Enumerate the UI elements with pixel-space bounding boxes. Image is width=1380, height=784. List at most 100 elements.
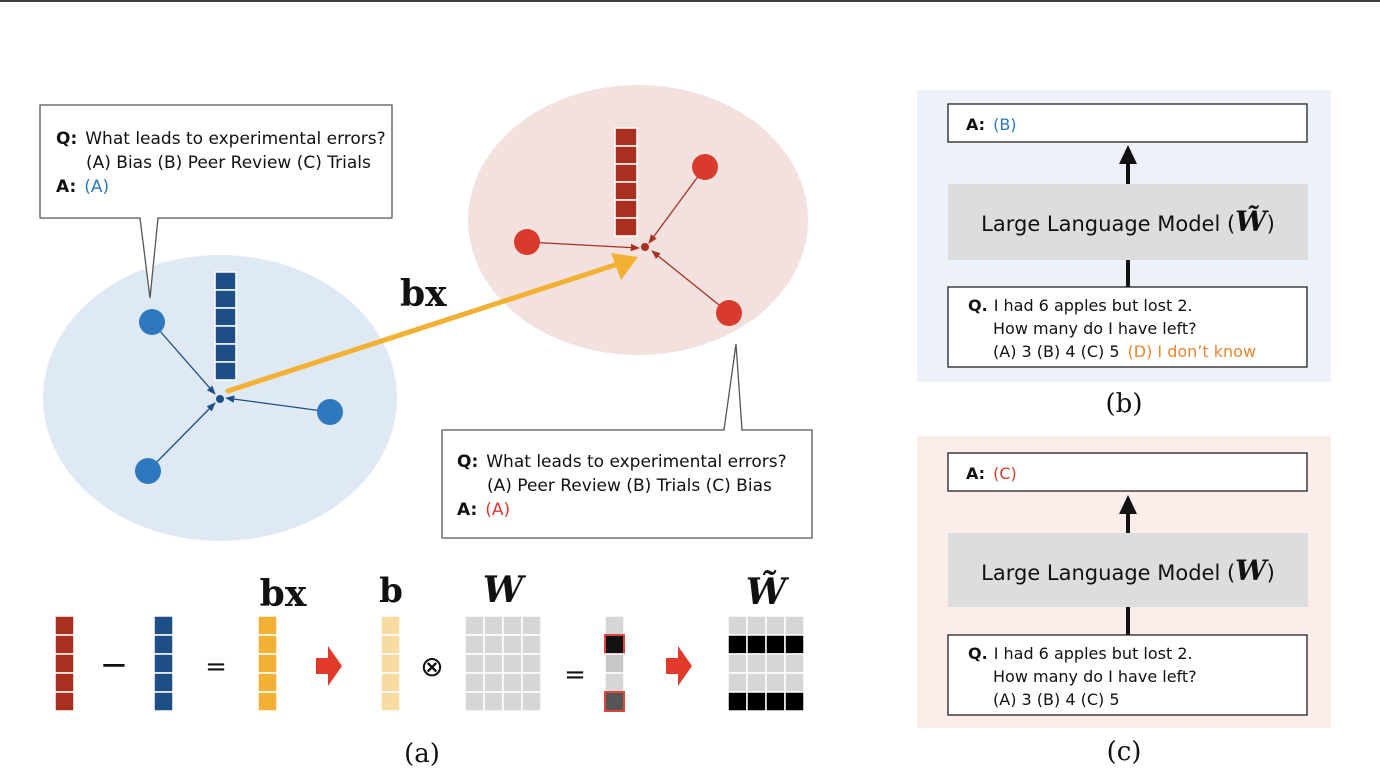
w-tilde-label: W̃ [746,571,790,613]
panel-c-llm-box [948,533,1308,607]
panel-c-question-box [947,634,1308,716]
red-block-arrow-2 [666,646,692,686]
matrix-cell [727,653,748,674]
caption-c: (c) [1107,737,1142,767]
panel-c-question-options: (A) 3 (B) 4 (C) 5 [993,690,1120,709]
w-tilde-matrix [727,615,805,712]
matrix-cell [483,691,504,712]
red-block-arrow-1 [316,646,342,686]
matrix-cell [464,653,485,674]
matrix-cell [483,634,504,655]
caption-b: (b) [1106,389,1143,419]
red-cluster [468,85,808,355]
panel-c-up-arrow [1119,495,1137,514]
blue-vector [214,271,237,381]
matrix-cell [521,672,542,693]
matrix-cell [765,615,786,636]
bubble-red-question: Q:What leads to experimental errors? [457,452,787,472]
matrix-cell [784,653,805,674]
panel-b-answer-box [947,103,1308,143]
panel-b-answer: A:(B) [966,115,1017,134]
matrix-cell [464,691,485,712]
matrix-cell [765,691,786,712]
matrix-cell [483,615,504,636]
panel-b-llm-box [948,184,1308,260]
matrix-cell [765,653,786,674]
matrix-cell [727,634,748,655]
otimes-sign: ⊗ [420,650,443,683]
matrix-cell [464,615,485,636]
bx-label: bx [260,573,307,615]
minus-sign: − [100,645,129,685]
blue-centroid [216,395,224,403]
matrix-cell [502,691,523,712]
eq-bx-vector [257,615,278,712]
panel-c-answer-box [947,452,1308,492]
red-point [692,154,718,180]
matrix-cell [765,634,786,655]
steering-arrow [225,253,638,394]
matrix-cell [746,634,767,655]
bubble-blue-answer: A:(A) [56,177,109,197]
equals-sign-1: = [205,652,227,682]
w-label: W [483,569,527,611]
matrix-cell [502,634,523,655]
blue-point [139,309,165,335]
blue-point [317,399,343,425]
bubble-red: Q:What leads to experimental errors? (A)… [441,343,813,539]
matrix-cell [784,672,805,693]
panel-b-question-box [947,286,1308,368]
matrix-cell [727,672,748,693]
matrix-cell [502,615,523,636]
matrix-cell [765,672,786,693]
matrix-cell [483,672,504,693]
bubble-red-options: (A) Peer Review (B) Trials (C) Bias [487,476,772,496]
equation-row: − = bx b [54,569,805,712]
eq-b-vector [380,615,401,712]
mask-vector [604,615,625,712]
matrix-cell [746,653,767,674]
matrix-cell [521,634,542,655]
bubble-blue: Q:What leads to experimental errors? (A)… [39,104,393,299]
panel-b-question-line1: Q.I had 6 apples but lost 2. [968,296,1193,315]
matrix-cell [521,615,542,636]
matrix-cell [483,653,504,674]
red-point [716,300,742,326]
matrix-cell [727,691,748,712]
panel-c-question-line2: How many do I have left? [993,667,1197,686]
panel-c-question-line1: Q.I had 6 apples but lost 2. [968,644,1193,663]
matrix-cell [746,691,767,712]
bx-arrow-label: bx [400,273,447,315]
matrix-cell [746,672,767,693]
bubble-red-answer: A:(A) [457,500,510,520]
eq-red-vector [54,615,75,712]
bubble-blue-options: (A) Bias (B) Peer Review (C) Trials [86,153,371,173]
equals-sign-2: = [564,660,586,690]
red-centroid [641,243,649,251]
matrix-cell [521,691,542,712]
caption-a: (a) [404,739,440,769]
eq-blue-vector [153,615,174,712]
b-label: b [379,571,403,611]
matrix-cell [502,672,523,693]
matrix-cell [464,672,485,693]
matrix-cell [464,634,485,655]
panel-c: A:(C) Large Language Model (W) Q.I had 6… [917,436,1331,767]
matrix-cell [521,653,542,674]
panel-b-up-arrow [1119,145,1137,164]
matrix-cell [784,634,805,655]
w-matrix [464,615,542,712]
bubble-blue-question: Q:What leads to experimental errors? [56,129,386,149]
matrix-cell [746,615,767,636]
panel-b-llm-label: Large Language Model (W̃) [981,205,1275,238]
panel-b-question-options: (A) 3 (B) 4 (C) 5(D) I don’t know [993,342,1256,361]
panel-a: bx Q:What leads to experimental errors? … [39,85,813,769]
panel-c-llm-label: Large Language Model (W) [981,554,1275,587]
matrix-cell [502,653,523,674]
matrix-cell [784,615,805,636]
matrix-cell [784,691,805,712]
panel-b: A:(B) Large Language Model (W̃) Q.I had … [917,90,1331,419]
red-vector [614,127,638,237]
panel-b-question-line2: How many do I have left? [993,319,1197,338]
